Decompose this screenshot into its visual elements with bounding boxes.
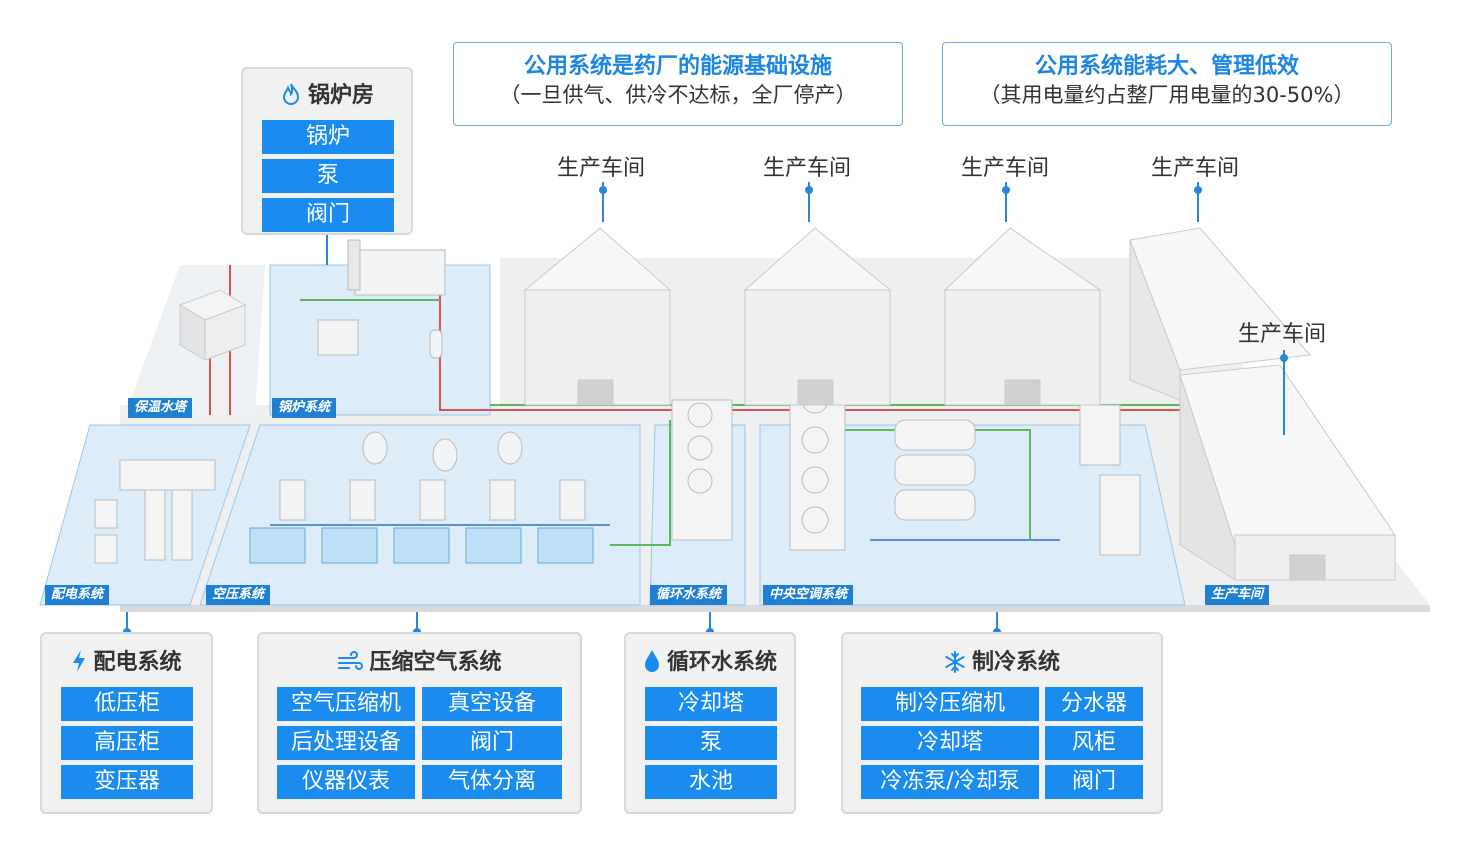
- workshop-5: [1179, 364, 1396, 581]
- snowflake-icon: [945, 651, 965, 673]
- refrigeration-pin: [996, 612, 998, 632]
- refrigeration-valve-button[interactable]: 阀门: [1045, 765, 1143, 799]
- refrigeration-panel-title-text: 制冷系统: [971, 650, 1060, 675]
- zone-label-power-distribution: 配电系统: [45, 585, 110, 605]
- zone-label-insulation-tower: 保温水塔: [128, 398, 193, 418]
- instruments-button[interactable]: 仪器仪表: [277, 765, 415, 799]
- workshop-pin-4: [1197, 182, 1199, 222]
- boiler-room-title-text: 锅炉房: [307, 83, 374, 108]
- circulating-water-panel: 循环水系统 冷却塔 泵 水池: [624, 632, 796, 814]
- pump-button[interactable]: 泵: [645, 726, 777, 760]
- boiler-equipment: [317, 239, 446, 359]
- workshop-3: [943, 227, 1102, 406]
- chilled-cooling-pump-button[interactable]: 冷冻泵/冷却泵: [861, 765, 1039, 799]
- water-pool-button[interactable]: 水池: [645, 765, 777, 799]
- circulating-water-panel-title: 循环水系统: [626, 648, 794, 678]
- workshop-label-3: 生产车间: [961, 156, 1050, 181]
- zone-label-circulating-water: 循环水系统: [650, 585, 728, 605]
- workshop-label-5: 生产车间: [1238, 322, 1327, 347]
- workshop-pin-dot-1: [599, 186, 607, 194]
- water-distributor-button[interactable]: 分水器: [1045, 687, 1143, 721]
- workshop-1: [523, 227, 672, 406]
- pump-item-button[interactable]: 泵: [262, 159, 394, 193]
- wind-icon: [338, 651, 364, 670]
- workshop-pin-5: [1283, 350, 1285, 435]
- compressed-air-panel-title-text: 压缩空气系统: [369, 650, 502, 675]
- refrigeration-cooling-tower-button[interactable]: 冷却塔: [861, 726, 1039, 760]
- workshop-pin-dot-3: [1002, 186, 1010, 194]
- workshop-label-4: 生产车间: [1151, 156, 1240, 181]
- cooling-tower-button[interactable]: 冷却塔: [645, 687, 777, 721]
- callout-title: 公用系统能耗大、管理低效: [1034, 54, 1299, 79]
- workshop-buildings: [523, 227, 1396, 581]
- power-distribution-panel: 配电系统 低压柜 高压柜 变压器: [40, 632, 213, 814]
- circulating-water-panel-title-text: 循环水系统: [666, 650, 777, 675]
- workshop-4: [1129, 227, 1311, 401]
- workshop-pin-1: [602, 182, 604, 222]
- gas-separation-button[interactable]: 气体分离: [422, 765, 562, 799]
- boiler-room-title: 锅炉房: [243, 81, 411, 111]
- workshop-pin-3: [1005, 182, 1007, 222]
- low-voltage-cabinet-button[interactable]: 低压柜: [61, 687, 193, 721]
- refrigeration-panel-title: 制冷系统: [843, 648, 1161, 678]
- zone-label-compressed-air: 空压系统: [206, 585, 271, 605]
- workshop-pin-dot-4: [1194, 186, 1202, 194]
- water-pin: [709, 612, 711, 632]
- workshop-pin-dot-2: [805, 186, 813, 194]
- zone-label-boiler-system: 锅炉系统: [272, 398, 337, 418]
- water-drop-icon: [644, 650, 659, 672]
- post-treatment-equipment-button[interactable]: 后处理设备: [277, 726, 415, 760]
- callout-subtitle: （一旦供气、供冷不达标，全厂停产）: [499, 83, 857, 107]
- ground-edge: [120, 605, 1430, 612]
- zone-label-central-ac: 中央空调系统: [763, 585, 854, 605]
- cooling-tower: [671, 399, 733, 541]
- refrigeration-compressor-button[interactable]: 制冷压缩机: [861, 687, 1039, 721]
- callout-subtitle: （其用电量约占整厂用电量的30-50%）: [979, 83, 1355, 107]
- insulation-water-tower: [178, 289, 247, 361]
- central-ac-equipment: [789, 384, 1141, 556]
- zone-label-workshop: 生产车间: [1205, 585, 1270, 605]
- air-compressor-button[interactable]: 空气压缩机: [277, 687, 415, 721]
- refrigeration-panel: 制冷系统 制冷压缩机 分水器 冷却塔 风柜 冷冻泵/冷却泵 阀门: [841, 632, 1163, 814]
- workshop-2: [743, 227, 892, 406]
- workshop-pin-2: [808, 182, 810, 222]
- valve-item-button[interactable]: 阀门: [262, 198, 394, 232]
- power-panel-title: 配电系统: [42, 648, 211, 678]
- workshop-label-2: 生产车间: [763, 156, 852, 181]
- air-equipment: [249, 431, 594, 564]
- workshop-label-1: 生产车间: [557, 156, 646, 181]
- boiler-room-panel: 锅炉房 锅炉 泵 阀门: [241, 67, 413, 235]
- air-pin: [416, 612, 418, 632]
- power-panel-title-text: 配电系统: [93, 650, 182, 675]
- high-voltage-cabinet-button[interactable]: 高压柜: [61, 726, 193, 760]
- valve-button[interactable]: 阀门: [422, 726, 562, 760]
- power-cabinets: [94, 459, 216, 564]
- power-pin: [126, 612, 128, 632]
- compressed-air-panel: 压缩空气系统 空气压缩机 真空设备 后处理设备 阀门 仪器仪表 气体分离: [257, 632, 582, 814]
- compressed-air-panel-title: 压缩空气系统: [259, 648, 580, 678]
- callout-title: 公用系统是药厂的能源基础设施: [523, 54, 832, 79]
- transformer-button[interactable]: 变压器: [61, 765, 193, 799]
- boiler-item-button[interactable]: 锅炉: [262, 120, 394, 154]
- callout-energy-consumption: 公用系统能耗大、管理低效 （其用电量约占整厂用电量的30-50%）: [942, 42, 1392, 126]
- flame-icon: [282, 83, 299, 105]
- lightning-icon: [73, 650, 86, 672]
- callout-energy-infrastructure: 公用系统是药厂的能源基础设施 （一旦供气、供冷不达标，全厂停产）: [453, 42, 903, 126]
- vacuum-equipment-button[interactable]: 真空设备: [422, 687, 562, 721]
- air-handling-unit-button[interactable]: 风柜: [1045, 726, 1143, 760]
- workshop-pin-dot-5: [1280, 354, 1288, 362]
